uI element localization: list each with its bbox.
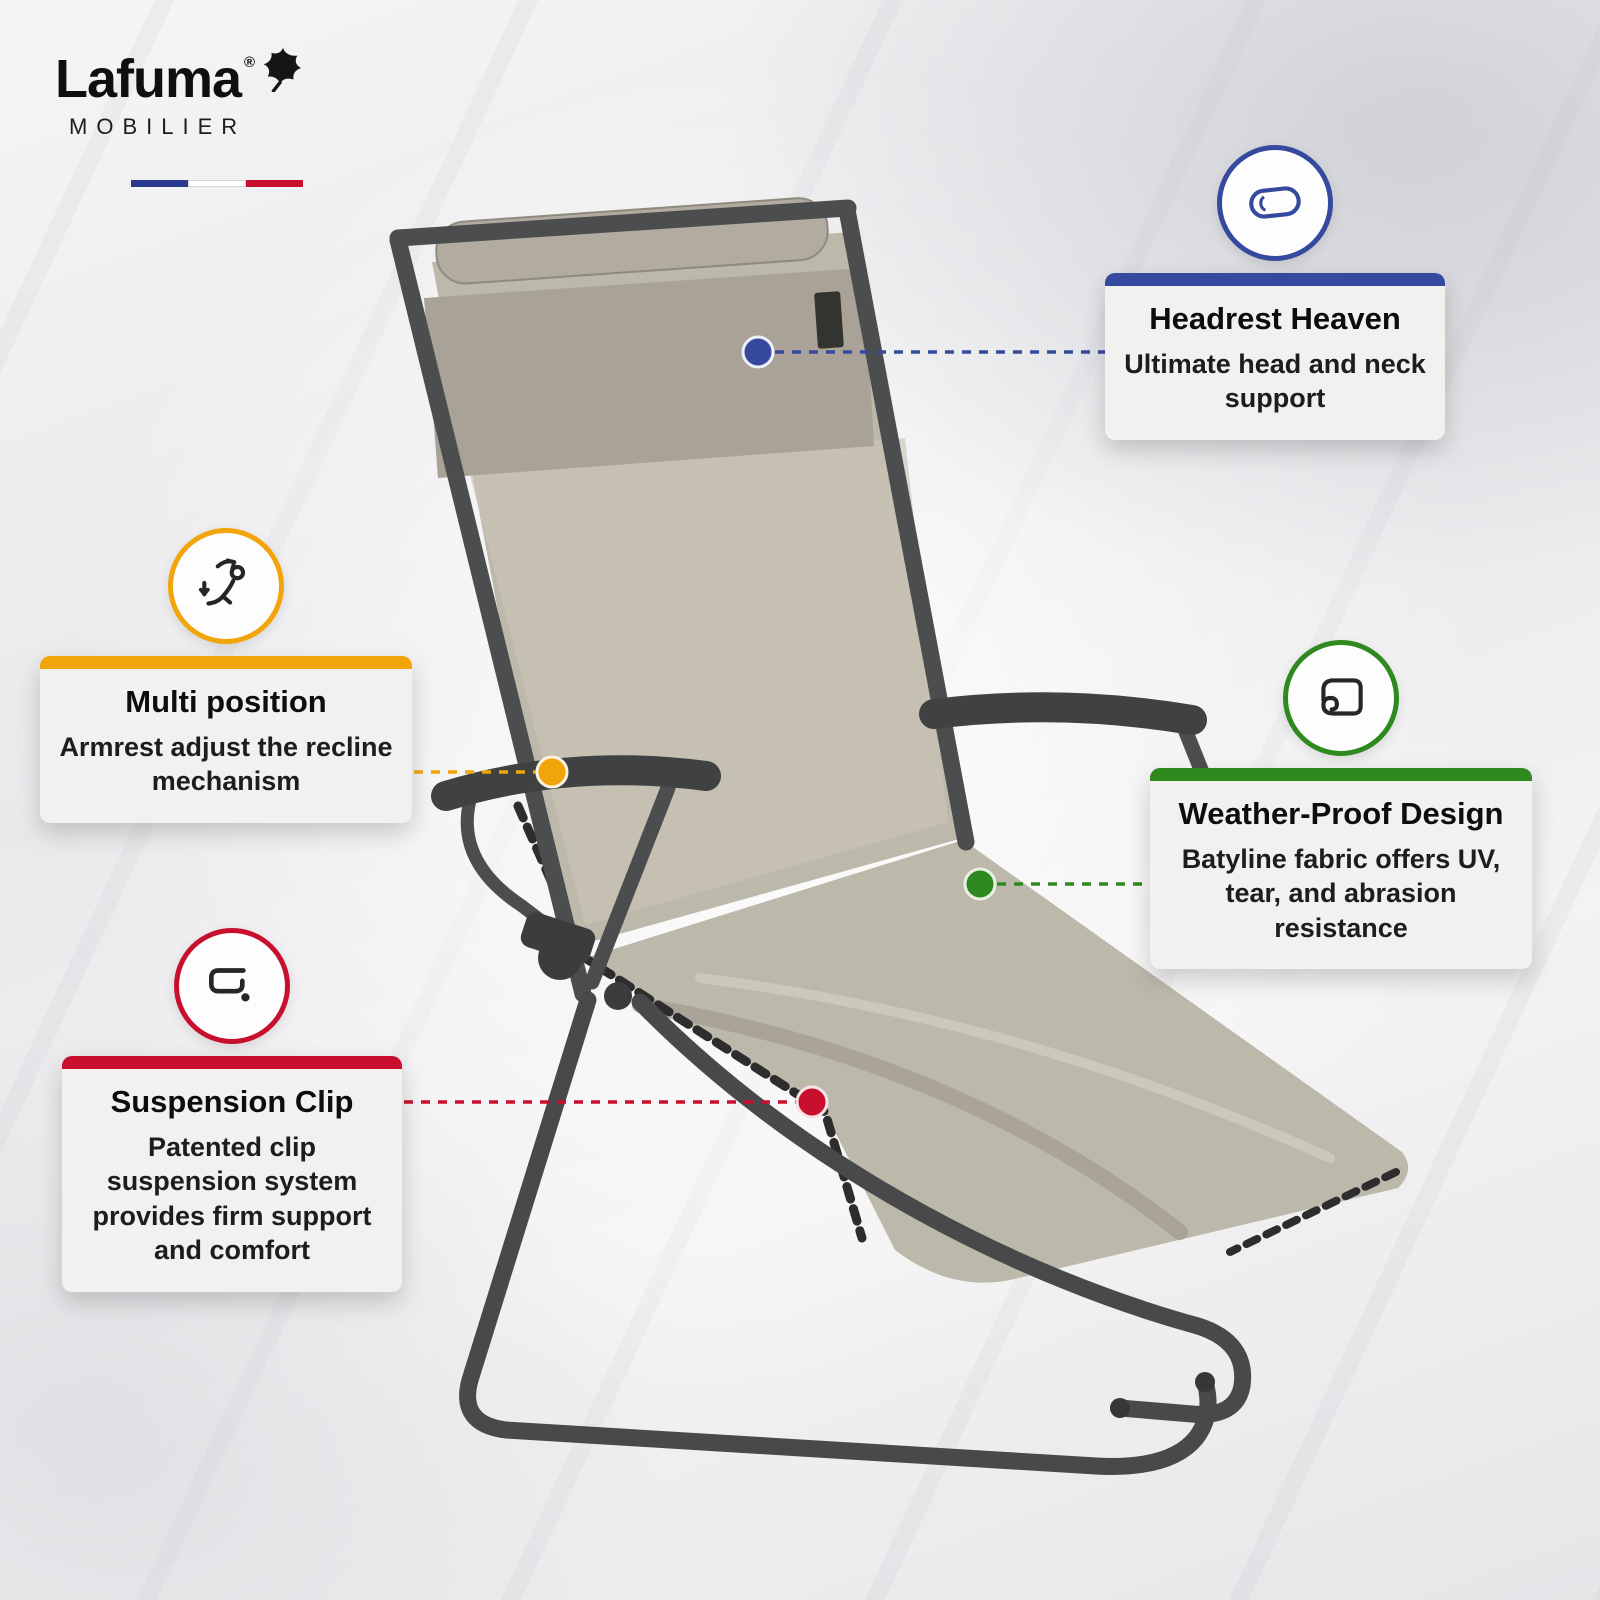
seat-fold-shadow [632,997,1188,1240]
callout-body: Armrest adjust the recline mechanism [59,731,393,797]
leader-multi-position [414,755,569,789]
registered-mark: ® [244,54,256,71]
headrest-brand-tag [814,291,844,349]
leaf-icon [263,47,302,92]
leader-suspension-clip [404,1085,829,1119]
callout-title: Weather-Proof Design [1178,796,1504,831]
flag-red-stripe [245,180,303,187]
callout-card: Multi position Armrest adjust the reclin… [40,656,412,823]
callout-body: Patented clip suspension system provides… [92,1131,372,1266]
headrest-icon [1217,145,1333,261]
accent-bar [1105,273,1445,286]
marker-dot-headrest [741,335,775,369]
suspension-lacing-right [1226,1168,1400,1256]
brand-logo: Lafuma ® MOBILIER [55,47,305,187]
callout-card: Suspension Clip Patented clip suspension… [62,1056,402,1292]
fabric-swatch-icon [1283,640,1399,756]
callout-card: Weather-Proof Design Batyline fabric off… [1150,768,1532,970]
brand-subtitle: MOBILIER [69,114,247,139]
flag-blue-stripe [131,180,189,187]
accent-bar [40,656,412,669]
marker-dot-multi-position [535,755,569,789]
accent-bar [1150,768,1532,781]
leader-headrest [741,335,1106,369]
marker-dot-weather-proof [963,867,997,901]
french-flag [131,180,303,187]
flag-white-stripe [188,180,246,187]
accent-bar [62,1056,402,1069]
callout-title: Suspension Clip [110,1084,354,1119]
brand-name: Lafuma [55,49,242,109]
chair-back-fabric-highlight [470,438,948,925]
callout-card: Headrest Heaven Ultimate head and neck s… [1105,273,1445,440]
marker-dot-suspension-clip [795,1085,829,1119]
chair-left-armrest [431,755,721,990]
recline-position-icon [168,528,284,644]
callout-title: Headrest Heaven [1149,301,1401,336]
chair-seat-fabric [585,840,1409,1283]
seat-fold-highlight [695,973,1335,1163]
suspension-clip-icon [174,928,290,1044]
callout-suspension-clip: Suspension Clip Patented clip suspension… [62,928,402,1292]
chair-headrest-band [424,268,874,478]
leader-weather-proof [963,867,1152,901]
callout-body: Ultimate head and neck support [1124,348,1426,414]
callout-body: Batyline fabric offers UV, tear, and abr… [1181,843,1501,943]
chair-base-legs [459,991,1252,1475]
callout-headrest-heaven: Headrest Heaven Ultimate head and neck s… [1105,145,1445,440]
callout-weather-proof: Weather-Proof Design Batyline fabric off… [1150,640,1532,970]
chair-hardware [520,912,1215,1418]
callout-multi-position: Multi position Armrest adjust the reclin… [40,528,412,823]
callout-title: Multi position [125,684,327,719]
